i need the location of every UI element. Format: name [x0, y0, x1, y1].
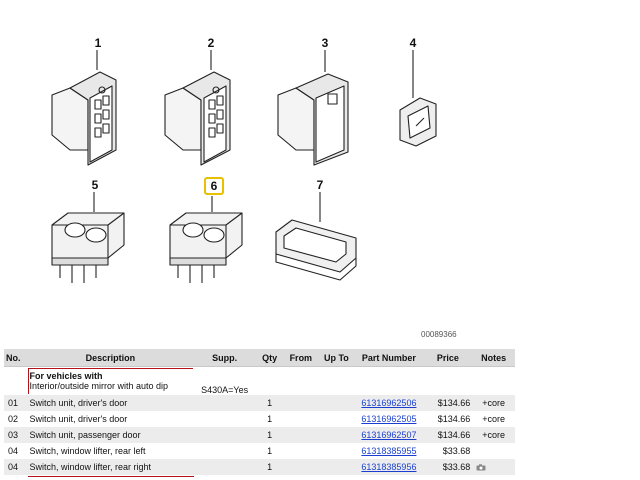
- part-6-window-switch: [169, 196, 243, 283]
- group-bracket-next: [28, 476, 194, 477]
- table-row[interactable]: 03 Switch unit, passenger door 1 6131696…: [4, 427, 515, 443]
- part-number-link[interactable]: 61316962506: [361, 398, 417, 408]
- row-price: $33.68: [442, 446, 471, 456]
- row-no: 04: [8, 446, 19, 456]
- group-supp: S430A=Yes: [201, 385, 249, 395]
- diagram-image-id: 00089366: [421, 330, 457, 339]
- row-price: $33.68: [423, 459, 473, 475]
- row-qty: 1: [256, 459, 284, 475]
- group-subtitle: Interior/outside mirror with auto dip: [29, 381, 169, 391]
- part-number-link[interactable]: 61318385956: [361, 462, 417, 472]
- row-qty: 1: [256, 395, 284, 411]
- table-row[interactable]: 04 Switch, window lifter, rear left 1 61…: [4, 443, 515, 459]
- col-header-description: Description: [27, 349, 194, 367]
- table-header-row: No. Description Supp. Qty From Up To Par…: [4, 349, 515, 367]
- row-description: Switch unit, passenger door: [27, 427, 194, 443]
- col-header-supp: Supp.: [193, 349, 257, 367]
- part-number-link[interactable]: 61318385955: [361, 446, 417, 456]
- callout-5[interactable]: 5: [91, 178, 99, 192]
- row-price: $134.66: [437, 414, 471, 424]
- row-no: 03: [4, 427, 28, 443]
- row-no: 02: [8, 414, 19, 424]
- row-description: Switch, window lifter, rear right: [27, 459, 194, 475]
- row-no: 01: [4, 395, 28, 411]
- group-description: For vehicles with Interior/outside mirro…: [27, 367, 194, 396]
- table-row[interactable]: 04 Switch, window lifter, rear right 1 6…: [4, 459, 515, 475]
- row-notes: +core: [482, 414, 505, 424]
- group-title: For vehicles with: [29, 371, 103, 381]
- table-row[interactable]: 02 Switch unit, driver's door 1 61316962…: [4, 411, 515, 427]
- col-header-qty: Qty: [256, 349, 284, 367]
- row-price: $134.66: [423, 427, 473, 443]
- row-notes: +core: [472, 427, 515, 443]
- row-notes: [472, 443, 515, 459]
- part-1-switch-unit: [51, 50, 117, 166]
- parts-table: No. Description Supp. Qty From Up To Par…: [4, 349, 515, 475]
- col-header-notes: Notes: [472, 349, 515, 367]
- part-number-link[interactable]: 61316962505: [361, 414, 417, 424]
- part-2-switch-unit: [164, 50, 231, 166]
- callout-3[interactable]: 3: [321, 36, 329, 50]
- part-number-link[interactable]: 61316962507: [361, 430, 417, 440]
- row-description: Switch, window lifter, rear left: [29, 446, 146, 456]
- table-row[interactable]: 01 Switch unit, driver's door 1 61316962…: [4, 395, 515, 411]
- parts-illustration: [51, 50, 437, 283]
- group-bracket: [27, 368, 193, 394]
- row-description: Switch unit, driver's door: [29, 414, 128, 424]
- parts-diagram: 1 2 3 4 5 6 7 00089366: [51, 36, 457, 339]
- callout-7[interactable]: 7: [316, 178, 324, 192]
- callout-4[interactable]: 4: [409, 36, 417, 50]
- row-qty: 1: [267, 446, 273, 456]
- row-notes: +core: [472, 395, 515, 411]
- col-header-from: From: [283, 349, 319, 367]
- camera-icon[interactable]: [476, 464, 486, 471]
- row-no: 04: [4, 459, 28, 475]
- col-header-up-to: Up To: [318, 349, 355, 367]
- part-3-switch-unit: [277, 50, 349, 166]
- group-row: For vehicles with Interior/outside mirro…: [4, 367, 515, 396]
- callout-1[interactable]: 1: [94, 36, 102, 50]
- callout-2[interactable]: 2: [207, 36, 215, 50]
- row-description: Switch unit, driver's door: [27, 395, 194, 411]
- row-qty: 1: [256, 427, 284, 443]
- row-qty: 1: [267, 414, 273, 424]
- row-price-value: $33.68: [442, 462, 471, 472]
- part-7-trim-frame: [275, 192, 357, 281]
- row-price: $134.66: [423, 395, 473, 411]
- col-header-part-number: Part Number: [354, 349, 424, 367]
- col-header-no: No.: [4, 349, 28, 367]
- callout-6-selected[interactable]: 6: [204, 177, 224, 195]
- part-4-window-switch: [399, 50, 437, 147]
- part-5-window-switch: [51, 192, 125, 283]
- col-header-price: Price: [423, 349, 473, 367]
- row-notes: [472, 459, 515, 475]
